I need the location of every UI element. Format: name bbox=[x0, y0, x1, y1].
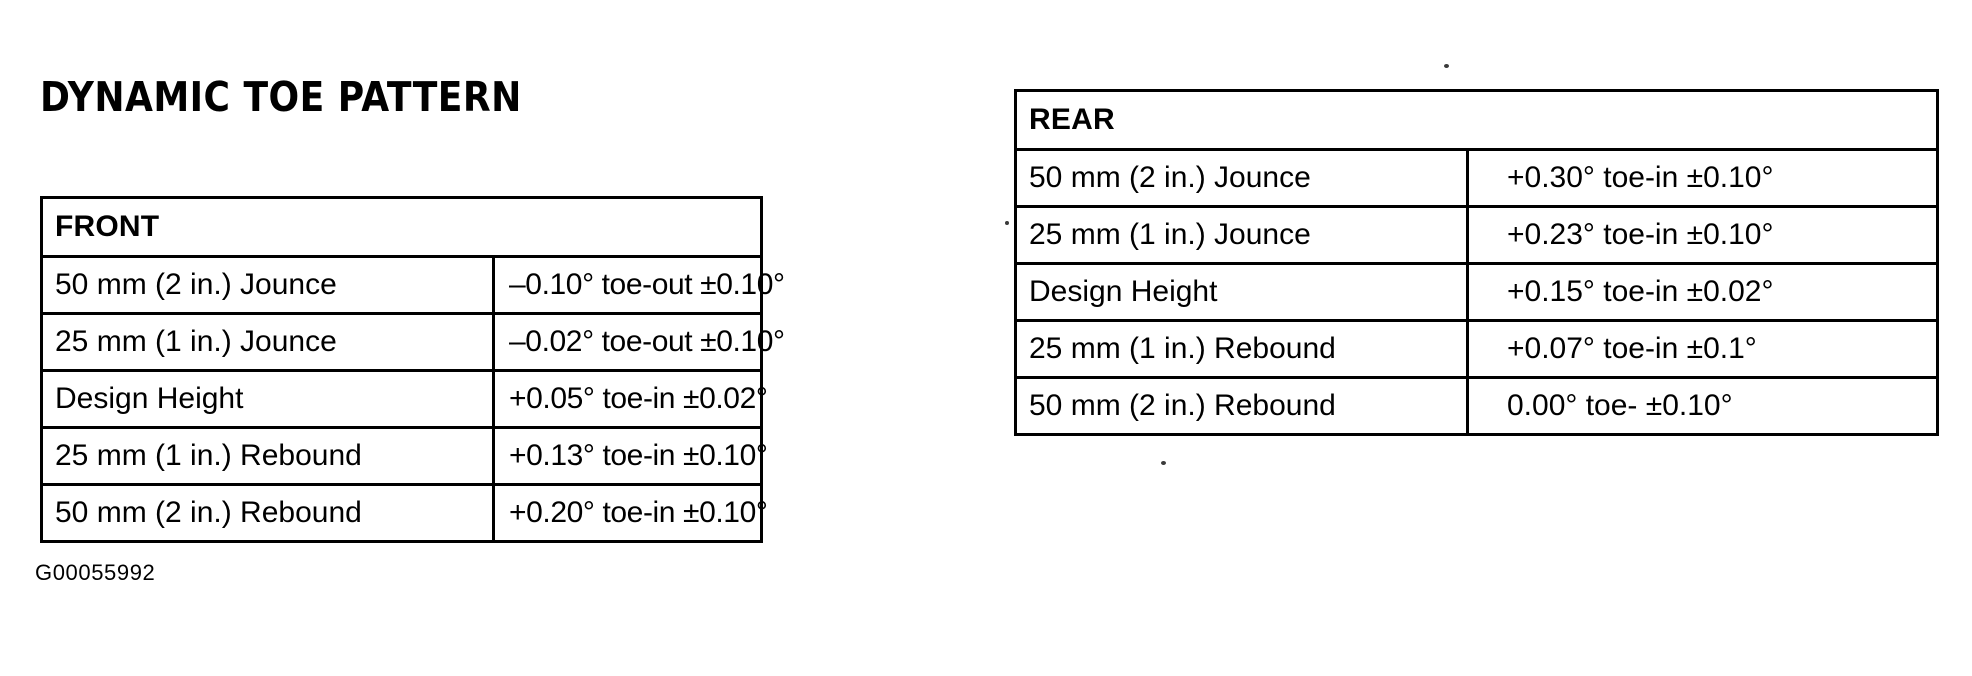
table-row: 25 mm (1 in.) Rebound +0.07° toe-in ±0.1… bbox=[1014, 319, 1939, 379]
table-row: 25 mm (1 in.) Jounce –0.02° toe-out ±0.1… bbox=[40, 312, 785, 372]
row-condition: Design Height bbox=[40, 369, 495, 429]
table-row: 25 mm (1 in.) Rebound +0.13° toe-in ±0.1… bbox=[40, 426, 768, 486]
row-value: 0.00° toe- ±0.10° bbox=[1466, 376, 1939, 436]
table-row: 25 mm (1 in.) Jounce +0.23° toe-in ±0.10… bbox=[1014, 205, 1939, 265]
page-title: DYNAMIC TOE PATTERN bbox=[40, 73, 522, 121]
row-condition: 25 mm (1 in.) Jounce bbox=[1014, 205, 1469, 265]
row-condition: 50 mm (2 in.) Rebound bbox=[40, 483, 495, 543]
scan-speckle bbox=[1444, 64, 1449, 68]
row-value: +0.05° toe-in ±0.02° bbox=[491, 369, 768, 429]
rear-table-header: REAR bbox=[1014, 89, 1939, 151]
row-value: +0.13° toe-in ±0.10° bbox=[491, 426, 768, 486]
row-condition: 50 mm (2 in.) Jounce bbox=[40, 255, 495, 315]
row-value: –0.02° toe-out ±0.10° bbox=[491, 312, 785, 372]
row-value: +0.30° toe-in ±0.10° bbox=[1466, 148, 1939, 208]
table-row: Design Height +0.15° toe-in ±0.02° bbox=[1014, 262, 1939, 322]
row-condition: 25 mm (1 in.) Rebound bbox=[1014, 319, 1469, 379]
row-value: +0.23° toe-in ±0.10° bbox=[1466, 205, 1939, 265]
table-row: 50 mm (2 in.) Rebound 0.00° toe- ±0.10° bbox=[1014, 376, 1939, 436]
row-value: +0.20° toe-in ±0.10° bbox=[491, 483, 768, 543]
scan-speckle bbox=[1161, 461, 1166, 465]
front-toe-pattern-table: FRONT 50 mm (2 in.) Jounce –0.10° toe-ou… bbox=[39, 196, 785, 543]
table-row: 50 mm (2 in.) Rebound +0.20° toe-in ±0.1… bbox=[40, 483, 768, 543]
table-header-row: REAR bbox=[1014, 89, 1939, 151]
figure-caption: G00055992 bbox=[35, 560, 156, 585]
table-row: 50 mm (2 in.) Jounce –0.10° toe-out ±0.1… bbox=[40, 255, 785, 315]
table-row: 50 mm (2 in.) Jounce +0.30° toe-in ±0.10… bbox=[1014, 148, 1939, 208]
row-condition: Design Height bbox=[1014, 262, 1469, 322]
table-row: Design Height +0.05° toe-in ±0.02° bbox=[40, 369, 768, 429]
row-value: +0.07° toe-in ±0.1° bbox=[1466, 319, 1939, 379]
rear-toe-pattern-table: REAR 50 mm (2 in.) Jounce +0.30° toe-in … bbox=[1014, 89, 1939, 436]
scan-speckle bbox=[1005, 221, 1009, 225]
row-condition: 50 mm (2 in.) Jounce bbox=[1014, 148, 1469, 208]
table-header-row: FRONT bbox=[39, 196, 764, 258]
row-condition: 25 mm (1 in.) Jounce bbox=[40, 312, 495, 372]
row-value: –0.10° toe-out ±0.10° bbox=[491, 255, 785, 315]
row-condition: 25 mm (1 in.) Rebound bbox=[40, 426, 495, 486]
row-condition: 50 mm (2 in.) Rebound bbox=[1014, 376, 1469, 436]
row-value: +0.15° toe-in ±0.02° bbox=[1466, 262, 1939, 322]
front-table-header: FRONT bbox=[39, 196, 764, 258]
